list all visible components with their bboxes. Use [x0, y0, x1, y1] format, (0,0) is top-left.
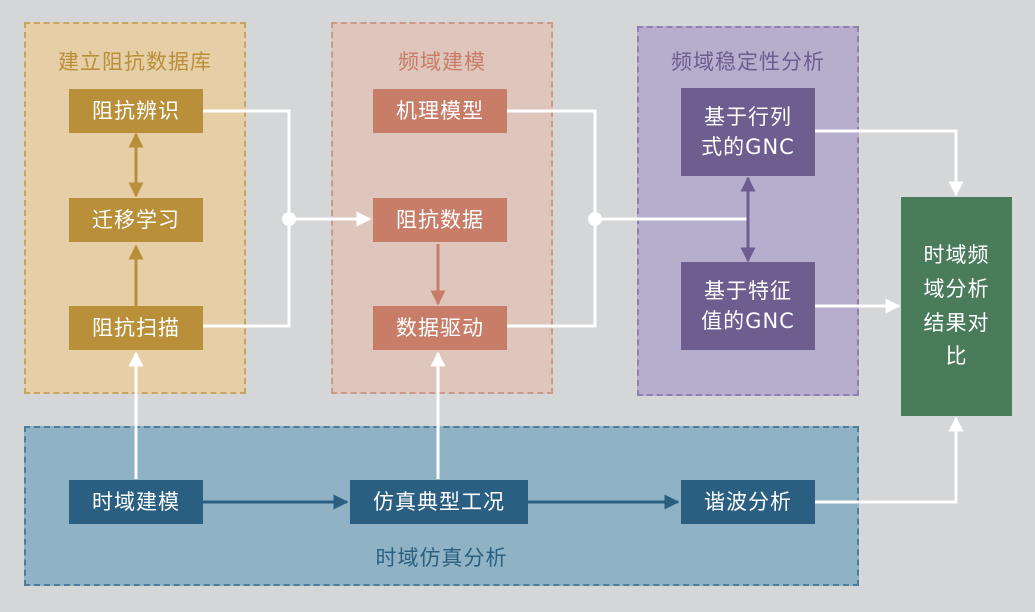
node-harmonic-analysis: 谐波分析 — [681, 480, 815, 524]
panel-title-impedance-database: 建立阻抗数据库 — [58, 50, 212, 74]
node-result-comparison-label: 时域频域分析结果对比 — [923, 243, 990, 369]
node-data-driven: 数据驱动 — [373, 306, 507, 350]
node-impedance-identification: 阻抗辨识 — [69, 89, 203, 133]
node-transfer-learning: 迁移学习 — [69, 198, 203, 242]
panel-title-frequency-modeling: 频域建模 — [398, 50, 486, 74]
node-mechanism-model: 机理模型 — [373, 89, 507, 133]
node-gnc-eigenvalue: 基于特征值的GNC — [681, 262, 815, 350]
panel-title-frequency-stability: 频域稳定性分析 — [671, 50, 825, 74]
node-impedance-scan: 阻抗扫描 — [69, 306, 203, 350]
node-impedance-data: 阻抗数据 — [373, 198, 507, 242]
junction-dot-middle — [588, 212, 602, 226]
node-time-domain-modeling: 时域建模 — [69, 480, 203, 524]
junction-dot-left — [282, 212, 296, 226]
node-gnc-eigenvalue-label: 基于特征值的GNC — [701, 278, 795, 333]
node-result-comparison: 时域频域分析结果对比 — [901, 197, 1012, 416]
node-gnc-determinant-label: 基于行列式的GNC — [701, 104, 795, 159]
panel-title-time-domain-simulation: 时域仿真分析 — [375, 546, 508, 570]
node-typical-conditions: 仿真典型工况 — [350, 480, 528, 524]
node-gnc-determinant: 基于行列式的GNC — [681, 88, 815, 176]
